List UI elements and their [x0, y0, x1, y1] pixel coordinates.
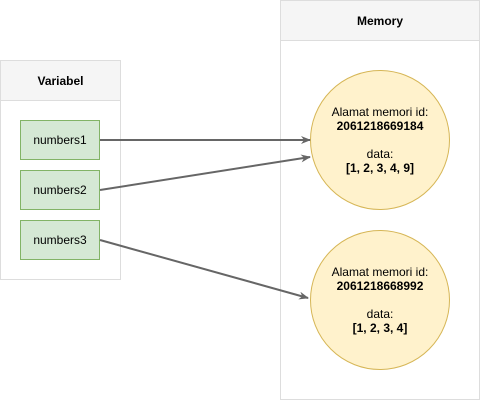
memory-data-label: data:	[366, 147, 394, 161]
memory-address: 2061218668992	[336, 279, 424, 293]
memory-object-2[interactable]: Alamat memori id: 2061218668992 data: [1…	[310, 230, 450, 370]
memory-data: [1, 2, 3, 4, 9]	[345, 161, 415, 175]
variable-numbers1[interactable]: numbers1	[20, 120, 100, 160]
arrow-numbers3-to-memory-2	[99, 239, 309, 300]
memory-object-1[interactable]: Alamat memori id: 2061218669184 data: [1…	[310, 70, 450, 210]
memory-data-label: data:	[366, 307, 394, 321]
memory-data: [1, 2, 3, 4]	[352, 321, 408, 335]
arrow-numbers2-to-memory-1	[99, 154, 311, 191]
variable-numbers2[interactable]: numbers2	[20, 170, 100, 210]
memory-address-label: Alamat memori id:	[331, 105, 429, 119]
memory-address: 2061218669184	[336, 119, 424, 133]
memory-panel-title: Memory	[281, 1, 479, 41]
variable-numbers3[interactable]: numbers3	[20, 220, 100, 260]
variabel-panel-title: Variabel	[1, 61, 120, 101]
memory-address-label: Alamat memori id:	[331, 265, 429, 279]
